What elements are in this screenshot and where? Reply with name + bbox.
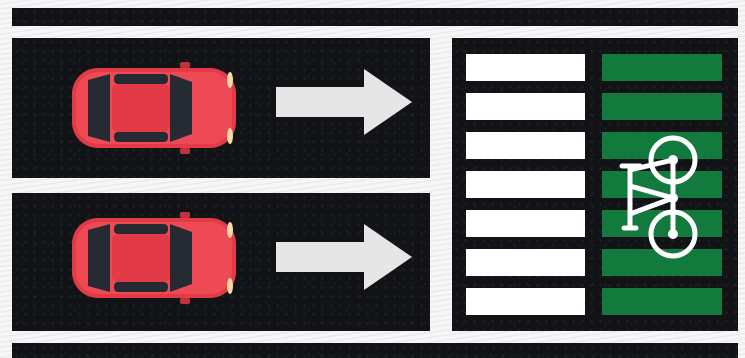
crosswalk-stripe	[466, 93, 585, 120]
road-strip-bottom	[12, 343, 738, 358]
bike-lane-stripe	[602, 54, 722, 81]
crosswalk-stripe	[466, 132, 585, 159]
crosswalk-stripe	[466, 54, 585, 81]
right-arrow-icon	[276, 224, 412, 290]
red-car-icon	[72, 212, 236, 304]
red-car-icon	[72, 62, 236, 154]
bike-lane-stripe	[602, 288, 722, 315]
crosswalk-stripe	[466, 288, 585, 315]
bike-lane-stripe	[602, 132, 722, 159]
right-arrow-icon	[276, 69, 412, 135]
crosswalk-stripe	[466, 171, 585, 198]
bicycle-icon	[619, 135, 698, 259]
bike-lane-stripe	[602, 93, 722, 120]
crosswalk-stripe	[466, 210, 585, 237]
road-strip-top	[12, 8, 738, 26]
crosswalk-stripe	[466, 249, 585, 276]
